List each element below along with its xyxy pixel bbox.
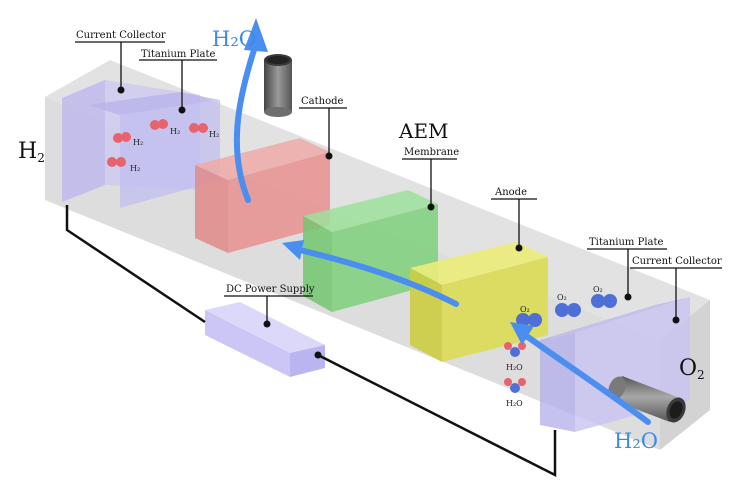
flow-arrows <box>233 18 651 425</box>
h2-molecule-label-3: H₂ <box>209 130 219 139</box>
o2-side-subscript: 2 <box>697 368 705 382</box>
anode-label: Anode <box>494 187 527 198</box>
o2-molecule-label-2: O₂ <box>557 293 567 302</box>
circuit-wires <box>65 205 557 478</box>
water-molecules: H₂O H₂O <box>504 342 526 408</box>
hydrogen-molecules-left: H₂ H₂ H₂ H₂ <box>107 119 219 173</box>
h2-side-label: H2 <box>18 139 45 165</box>
leader-lines <box>75 41 722 324</box>
o2-molecule-label-3: O₂ <box>593 285 603 294</box>
h2-molecule-label-4: H₂ <box>130 164 140 173</box>
current-collector-left-label: Current Collector <box>76 30 166 41</box>
oxygen-molecules: O₂ O₂ O₂ <box>516 285 617 327</box>
water-top-label: H₂O <box>212 27 256 51</box>
titanium-plate-right-label: Titanium Plate <box>589 237 663 248</box>
h2-side-subscript: 2 <box>37 151 45 165</box>
dc-power-supply-label: DC Power Supply <box>226 284 315 295</box>
h2o-molecule-label-2: H₂O <box>506 399 523 408</box>
h2-side-symbol: H <box>18 139 37 164</box>
leader-dots <box>117 86 680 359</box>
dc-power-supply-box <box>205 302 325 377</box>
o2-side-symbol: O <box>679 356 697 381</box>
water-bottom-label: H₂O <box>614 429 658 453</box>
h2o-molecule-label-1: H₂O <box>506 363 523 372</box>
h2-molecule-label-1: H₂ <box>133 138 143 147</box>
membrane-label: Membrane <box>404 147 459 158</box>
titanium-plate-left-label: Titanium Plate <box>141 49 215 60</box>
aem-label: AEM <box>398 119 449 143</box>
o2-molecule-label-1: O₂ <box>520 305 530 314</box>
h2-molecule-label-2: H₂ <box>170 127 180 136</box>
water-inlet-pipe <box>608 376 686 423</box>
hydrogen-outlet-pipe <box>264 54 292 117</box>
cathode-label: Cathode <box>301 96 343 107</box>
o2-side-label: O2 <box>679 356 705 382</box>
current-collector-right-label: Current Collector <box>632 256 722 267</box>
